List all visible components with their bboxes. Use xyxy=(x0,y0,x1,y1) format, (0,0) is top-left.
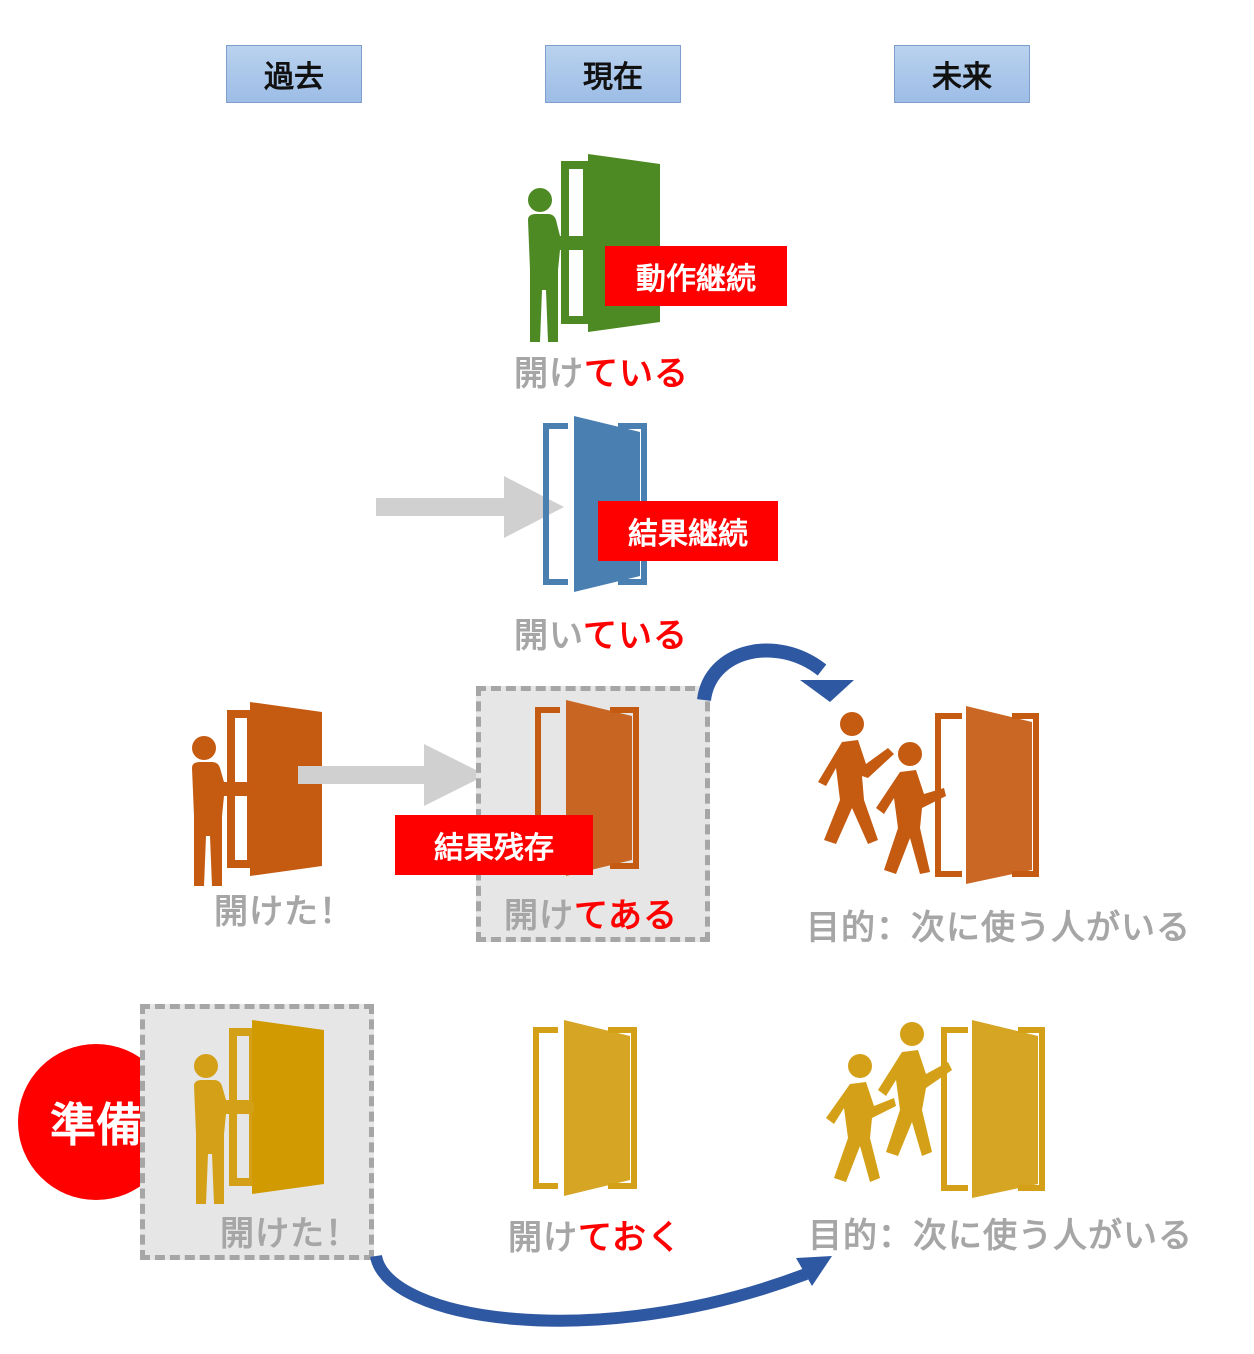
people-entering-door-icon xyxy=(826,1020,1045,1198)
header-present: 現在 xyxy=(545,45,681,103)
open-door-icon xyxy=(533,1020,637,1196)
gray-arrow-icon xyxy=(376,476,564,538)
person-opening-door-past-icon xyxy=(192,702,322,886)
caption-row2: 開いている xyxy=(514,616,688,656)
header-future: 未来 xyxy=(894,45,1030,103)
caption-row4: 開けておく xyxy=(508,1218,682,1258)
header-past: 過去 xyxy=(226,45,362,103)
tag-result-continuation: 結果継続 xyxy=(598,501,778,561)
people-entering-door-icon xyxy=(818,706,1039,884)
caption-row4-past: 開けた！ xyxy=(220,1214,360,1254)
caption-row3-future: 目的：次に使う人がいる xyxy=(806,908,1191,948)
curved-blue-arrow-icon xyxy=(697,643,854,702)
tag-action-continuation: 動作継続 xyxy=(605,246,787,306)
caption-row3: 開けてある xyxy=(504,896,678,936)
caption-row1: 開けている xyxy=(514,354,689,394)
tag-result-remaining: 結果残存 xyxy=(395,815,593,875)
caption-row4-future: 目的：次に使う人がいる xyxy=(808,1216,1193,1256)
person-opening-door-past-icon xyxy=(194,1020,324,1204)
gray-arrow-icon xyxy=(298,744,486,806)
caption-row3-past: 開けた！ xyxy=(214,892,354,932)
long-curved-blue-arrow-icon xyxy=(370,1254,832,1327)
